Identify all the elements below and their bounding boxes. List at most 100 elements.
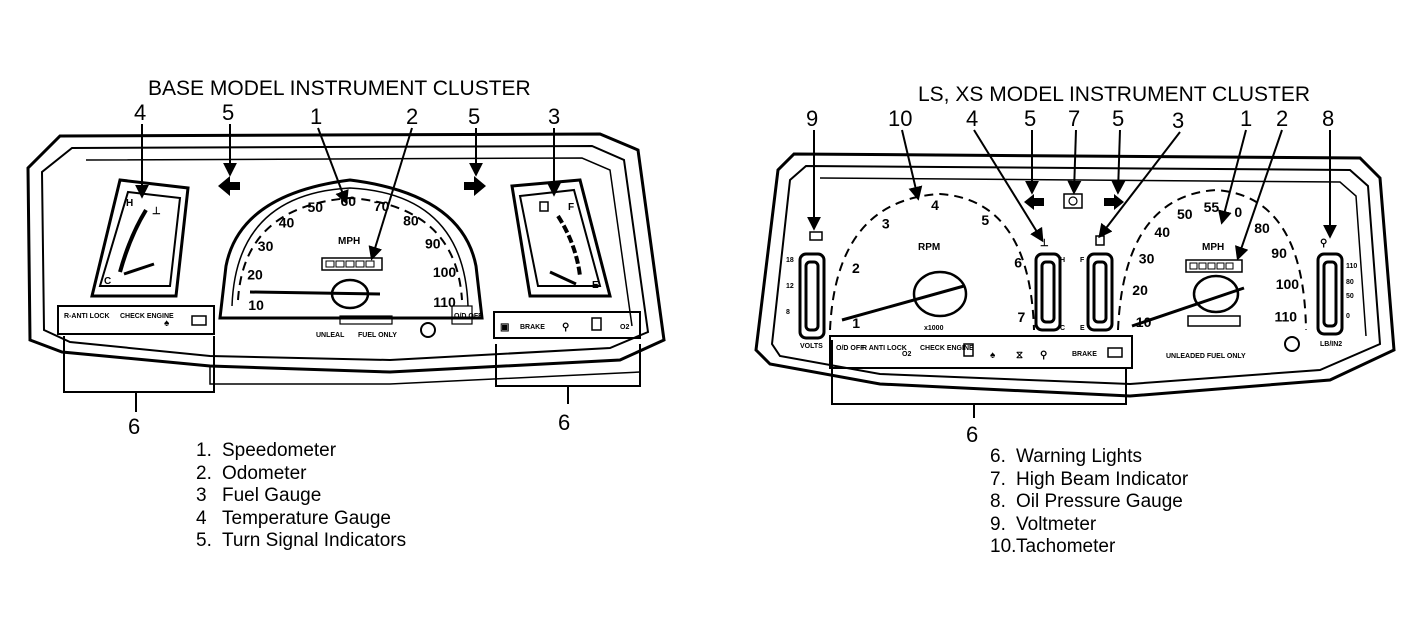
ls-callouts: 9 10 4 5 7 5 3 1 2 8 6 (806, 106, 1334, 447)
legend-number: 1. (196, 440, 212, 461)
legend-label: High Beam Indicator (1016, 468, 1189, 490)
o2-light-label: O2 (620, 324, 629, 331)
ls-speedo-tick-6: 0 (1234, 204, 1242, 220)
base-callouts: 4 5 1 2 5 3 6 6 (128, 100, 570, 439)
ls-oil-pressure-gauge: ⚲ 110 80 50 0 LB/IN2 (1316, 238, 1357, 348)
ls-title: LS, XS MODEL INSTRUMENT CLUSTER (918, 83, 1310, 106)
legend-label: Oil Pressure Gauge (1016, 491, 1183, 512)
legend-item: 1. Speedometer (196, 440, 406, 463)
base-title: BASE MODEL INSTRUMENT CLUSTER (148, 77, 531, 100)
ls-speedo-tick-3: 40 (1154, 224, 1170, 240)
ls-left-turn-arrow-icon (1024, 194, 1044, 210)
callout-10: 10 (888, 106, 912, 131)
ls-speedo-tick-1: 20 (1132, 282, 1148, 298)
callout-5a: 5 (222, 100, 234, 125)
legend-number: 10. (990, 536, 1017, 557)
ls-brake-label: BRAKE (1072, 351, 1097, 358)
ls-speedo-tick-7: 80 (1254, 220, 1270, 236)
ls-speedo-tick-8: 90 (1271, 245, 1287, 261)
fuel-note-1: UNLEAL (316, 332, 345, 339)
callout-2: 2 (406, 104, 418, 129)
ls-temp-cold-mark: C (1060, 325, 1065, 332)
base-leader-lines (63, 124, 641, 412)
ls-speedo-tick-9: 100 (1276, 276, 1300, 292)
od-off-label: O/D OFF (454, 313, 483, 320)
oil-mark-1: 110 (1346, 263, 1357, 270)
callout-5b: 5 (468, 104, 480, 129)
legend-label: Temperature Gauge (222, 507, 391, 529)
legend-number: 7. (990, 468, 1006, 490)
oil-can-icon: ⚲ (562, 322, 569, 333)
callout-8: 8 (1322, 106, 1334, 131)
ls-tach-tick-4: 5 (981, 212, 989, 228)
legend-item: 6. Warning Lights (990, 446, 1188, 469)
legend-item: 9.Voltmeter (990, 514, 1188, 537)
legend-item: 4 Temperature Gauge (196, 508, 406, 531)
base-temperature-gauge: H C ⊥ (90, 178, 190, 298)
ls-fuel-empty-mark: E (1080, 325, 1085, 332)
ls-warning-strip (829, 335, 1133, 369)
ls-voltmeter: 18 12 8 VOLTS (786, 231, 826, 350)
volt-mark-mid: 12 (786, 283, 794, 290)
legend-label: Warning Lights (1016, 446, 1143, 467)
ls-speedo-tick-5: 55 (1204, 199, 1220, 215)
oil-mark-4: 0 (1346, 313, 1350, 320)
fuel-full-mark: F (568, 202, 574, 213)
callout-ls-1: 1 (1240, 106, 1252, 131)
oil-unit-label: LB/IN2 (1320, 341, 1342, 348)
right-turn-arrow-icon (464, 176, 486, 196)
base-cluster: BASE MODEL INSTRUMENT CLUSTER H C ⊥ MPH (26, 77, 666, 439)
callout-ls-5b: 5 (1112, 106, 1124, 131)
legend-label: Speedometer (222, 440, 337, 461)
headlamp-icon: ▣ (500, 322, 509, 333)
callout-4: 4 (134, 100, 146, 125)
ls-hourglass-icon: ⧖ (1016, 350, 1023, 361)
coolant-icon: ⊥ (152, 206, 161, 217)
ls-o2-label: O2 (902, 351, 911, 358)
legend-number: 9. (990, 513, 1006, 535)
oil-pressure-icon: ⚲ (1320, 238, 1327, 249)
oil-mark-3: 50 (1346, 293, 1354, 300)
trip-reset-knob (420, 322, 436, 338)
tach-unit-label: RPM (918, 242, 940, 253)
ls-od-off-label: O/D OFF (836, 345, 865, 352)
trip-odometer (339, 315, 393, 325)
base-speedo-tick-2: 30 (258, 238, 274, 254)
callout-ls-6: 6 (966, 422, 978, 447)
legend-number: 4 (196, 507, 207, 529)
od-off-light (451, 305, 473, 325)
legend-item: 2.Odometer (196, 463, 406, 486)
oil-mark-2: 80 (1346, 279, 1354, 286)
legend-item: 8.Oil Pressure Gauge (990, 491, 1188, 514)
fuel-note-2: FUEL ONLY (358, 332, 397, 339)
base-warning-strip-left (57, 305, 215, 335)
base-warning-strip-right (493, 311, 641, 339)
ls-fuel-gauge: F E (1080, 235, 1114, 332)
ls-right-turn-arrow-icon (1104, 194, 1124, 210)
legend-label: Odometer (222, 462, 307, 484)
battery-icon (191, 315, 207, 326)
legend-number: 3 (196, 485, 207, 506)
volt-mark-high: 18 (786, 257, 794, 264)
base-speedo-tick-1: 20 (247, 267, 263, 283)
ls-speedo-tick-4: 50 (1177, 206, 1193, 222)
legend-number: 5. (196, 530, 212, 551)
ls-fuel-pump-icon (1095, 235, 1105, 246)
legend-number: 6. (990, 446, 1006, 467)
ls-battery-icon (1107, 347, 1123, 358)
ls-temperature-gauge: ⊥ H C (1034, 238, 1065, 332)
ls-speedo-unit-label: MPH (1202, 242, 1224, 253)
ls-tach-tick-5: 6 (1014, 254, 1022, 270)
ls-tach-tick-1: 2 (852, 260, 860, 276)
ls-tach-tick-2: 3 (882, 215, 890, 231)
base-fuel-gauge: F E (510, 178, 612, 298)
ls-leader-lines (807, 129, 1337, 418)
ls-odometer-display (1185, 259, 1243, 273)
ls-check-engine-label: CHECK ENGINE (920, 345, 974, 352)
ls-trip-odometer (1187, 315, 1241, 327)
ls-tach-tick-0: 1 (852, 315, 860, 331)
abs-light-label: R-ANTI LOCK (64, 313, 110, 320)
